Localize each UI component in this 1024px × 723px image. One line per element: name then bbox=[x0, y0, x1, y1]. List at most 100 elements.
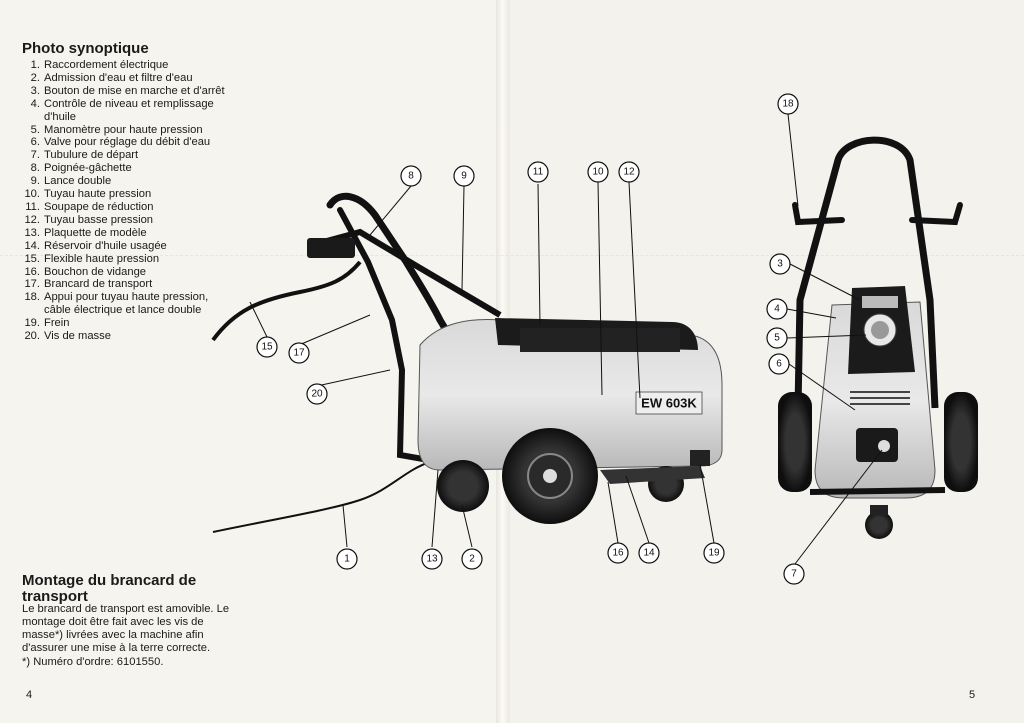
svg-text:14: 14 bbox=[643, 548, 655, 559]
legend-item-number: 3. bbox=[30, 84, 40, 97]
page-number-right: 5 bbox=[969, 689, 976, 701]
legend-item-number: 8. bbox=[30, 162, 40, 175]
svg-text:4: 4 bbox=[774, 304, 780, 315]
callout-3: 3 bbox=[769, 253, 791, 275]
svg-text:7: 7 bbox=[791, 569, 797, 580]
legend-item-number: 13. bbox=[24, 226, 40, 239]
legend-item-text: Lance double bbox=[44, 175, 112, 188]
svg-text:20: 20 bbox=[311, 389, 323, 400]
legend-item-number: 2. bbox=[30, 71, 40, 84]
legend-item: 3. Bouton de mise en marche et d'arrêt bbox=[18, 85, 233, 98]
legend-item: 2. Admission d'eau et filtre d'eau bbox=[18, 72, 233, 85]
model-label: EW 603K bbox=[641, 396, 697, 411]
callout-10: 10 bbox=[587, 161, 609, 183]
callout-15: 15 bbox=[256, 336, 278, 358]
page-title: Photo synoptique bbox=[22, 40, 149, 57]
legend-item: 19. Frein bbox=[18, 317, 233, 330]
legend-item-text: Contrôle de niveau et remplissage d'huil… bbox=[44, 97, 214, 123]
callout-4: 4 bbox=[766, 298, 788, 320]
callout-11: 11 bbox=[527, 161, 549, 183]
callout-13: 13 bbox=[421, 548, 443, 570]
legend-item: 1.Raccordement électrique bbox=[18, 59, 233, 72]
legend-item-number: 7. bbox=[30, 149, 40, 162]
callout-7: 7 bbox=[783, 563, 805, 585]
callout-16: 16 bbox=[607, 542, 629, 564]
legend-item: 11. Soupape de réduction bbox=[18, 201, 233, 214]
legend-item: 15.Flexible haute pression bbox=[18, 253, 233, 266]
legend-item-text: Bouton de mise en marche et d'arrêt bbox=[44, 84, 225, 97]
legend-item-number: 5. bbox=[30, 123, 40, 136]
legend-item-text: Tuyau basse pression bbox=[44, 213, 154, 226]
side-view-machine: EW 603K bbox=[211, 192, 723, 533]
legend-item-text: Admission d'eau et filtre d'eau bbox=[44, 71, 193, 84]
legend-item-number: 1. bbox=[30, 59, 40, 71]
callout-1: 1 bbox=[336, 548, 358, 570]
svg-text:12: 12 bbox=[623, 167, 635, 178]
svg-text:17: 17 bbox=[293, 348, 305, 359]
callout-2: 2 bbox=[461, 548, 483, 570]
legend-item: 10. Tuyau haute pression bbox=[18, 188, 233, 201]
legend-item-number: 10. bbox=[24, 188, 40, 201]
svg-text:19: 19 bbox=[708, 548, 720, 559]
page-number-left: 4 bbox=[26, 689, 33, 701]
legend-item: 13. Plaquette de modèle bbox=[18, 227, 233, 240]
legend-item-number: 4. bbox=[30, 97, 40, 110]
callout-8: 8 bbox=[400, 165, 422, 187]
svg-text:13: 13 bbox=[426, 554, 438, 565]
callout-9: 9 bbox=[453, 165, 475, 187]
legend-item-number: 18. bbox=[24, 291, 40, 304]
svg-text:18: 18 bbox=[782, 99, 794, 110]
legend-item-number: 9. bbox=[30, 175, 40, 188]
svg-text:2: 2 bbox=[469, 554, 475, 565]
legend-item-number: 11. bbox=[25, 200, 40, 213]
footnote: *) Numéro d'ordre: 6101550. bbox=[22, 656, 164, 668]
legend-item-text: Tubulure de départ bbox=[44, 149, 139, 162]
callout-12: 12 bbox=[618, 161, 640, 183]
svg-text:11: 11 bbox=[533, 167, 544, 178]
svg-text:10: 10 bbox=[592, 167, 604, 178]
legend-item-number: 14. bbox=[24, 239, 40, 252]
legend-item-text: Plaquette de modèle bbox=[44, 226, 147, 239]
legend-item-number: 20. bbox=[24, 330, 40, 343]
svg-text:16: 16 bbox=[612, 548, 624, 559]
legend-item-text: Poignée-gâchette bbox=[44, 162, 132, 175]
legend-item-number: 17. bbox=[24, 278, 40, 291]
legend-item: 17. Brancard de transport bbox=[18, 278, 233, 291]
legend-item: 7. Tubulure de départ bbox=[18, 149, 233, 162]
callout-5: 5 bbox=[766, 327, 788, 349]
legend-item: 6. Valve pour réglage du débit d'eau bbox=[18, 136, 233, 149]
legend-item-text: Appui pour tuyau haute pression, câble é… bbox=[44, 291, 209, 317]
svg-text:1: 1 bbox=[344, 554, 350, 565]
legend-item-number: 12. bbox=[24, 213, 40, 226]
legend-item: 18. Appui pour tuyau haute pression, câbl… bbox=[18, 291, 233, 317]
legend-item: 5. Manomètre pour haute pression bbox=[18, 124, 233, 137]
callout-19: 19 bbox=[703, 542, 725, 564]
legend-item-text: Flexible haute pression bbox=[44, 252, 160, 265]
legend-item-number: 19. bbox=[24, 317, 40, 330]
svg-text:15: 15 bbox=[261, 342, 273, 353]
legend-item-text: Brancard de transport bbox=[44, 278, 153, 291]
section-title: Montage du brancard de transport bbox=[22, 572, 197, 605]
callout-18: 18 bbox=[777, 93, 799, 115]
legend-item-text: Soupape de réduction bbox=[44, 200, 154, 213]
legend-item: 4. Contrôle de niveau et remplissage d'hu… bbox=[18, 98, 233, 124]
section-text: Le brancard de transport est amovible. L… bbox=[22, 603, 230, 654]
legend-item-text: Réservoir d'huile usagée bbox=[44, 239, 167, 252]
legend-item: 12. Tuyau basse pression bbox=[18, 214, 233, 227]
fold-line bbox=[0, 255, 1024, 256]
svg-text:6: 6 bbox=[776, 359, 782, 370]
legend-item-number: 6. bbox=[30, 136, 40, 149]
legend-item-text: Tuyau haute pression bbox=[44, 188, 152, 201]
legend-item: 8. Poignée-gâchette bbox=[18, 162, 233, 175]
callout-20: 20 bbox=[306, 383, 328, 405]
svg-text:9: 9 bbox=[461, 171, 467, 182]
legend-item-text: Manomètre pour haute pression bbox=[44, 123, 203, 136]
front-view-machine bbox=[778, 136, 978, 539]
callout-17: 17 bbox=[288, 342, 310, 364]
svg-text:5: 5 bbox=[774, 333, 780, 344]
svg-text:3: 3 bbox=[777, 259, 783, 270]
legend-item-text: Frein bbox=[44, 317, 70, 330]
legend-item-text: Valve pour réglage du débit d'eau bbox=[44, 136, 211, 149]
